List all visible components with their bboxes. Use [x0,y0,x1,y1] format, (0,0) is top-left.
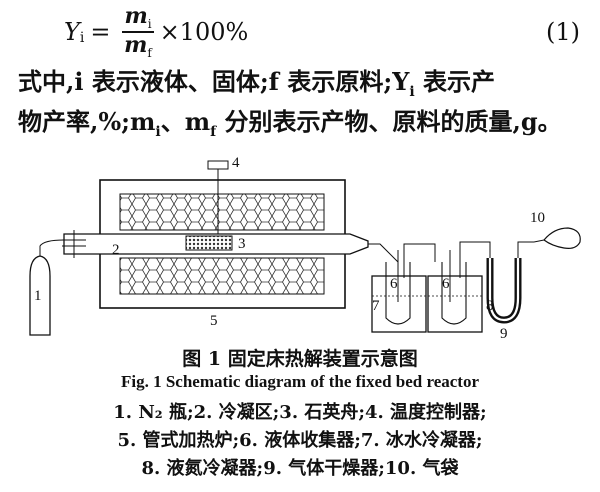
gas-dryer-u-tube [486,258,522,324]
gas-bag [543,227,581,249]
eq-lhs-sub: i [79,30,85,46]
label-1: 1 [34,288,42,304]
yield-equation: Y i = mi mf ×100% [64,3,249,60]
paragraph-line-2: 物产率,%;mi、mf 分别表示产物、原料的质量,g。 [18,107,562,140]
temperature-controller [207,160,229,170]
label-3: 3 [238,236,246,252]
eq-times: ×100% [159,18,249,46]
liquid-collector-1 [385,262,411,325]
reactor-schematic-figure: 1 2 3 4 5 6 6 7 8 9 10 [29,155,581,340]
furnace-lower-heater [119,257,325,295]
n2-cylinder [29,255,51,336]
legend-line-1: 1. N₂ 瓶;2. 冷凝区;3. 石英舟;4. 温度控制器; [113,402,487,423]
label-9: 9 [500,326,508,340]
legend-line-3: 8. 液氮冷凝器;9. 气体干燥器;10. 气袋 [141,458,459,479]
label-7: 7 [372,298,380,314]
label-5: 5 [210,313,218,329]
equation-row: Y i = mi mf ×100% (1) [0,0,600,60]
label-8: 8 [486,298,494,314]
liquid-collector-2 [441,262,467,325]
liquid-nitrogen-condenser [427,275,483,333]
label-6a: 6 [390,276,398,292]
eq-fraction: mi mf [122,3,154,60]
quartz-boat [185,235,233,251]
eq-numerator: mi [122,3,154,33]
label-10: 10 [530,210,545,226]
label-6b: 6 [442,276,450,292]
equation-number: (1) [546,18,580,46]
figure-caption-cn: 图 1 固定床热解装置示意图 [182,348,418,370]
eq-lhs: Y [64,18,80,46]
label-4: 4 [232,155,240,171]
eq-denominator: mf [124,32,152,60]
label-2: 2 [112,242,120,258]
furnace-upper-heater [119,193,325,231]
legend-line-2: 5. 管式加热炉;6. 液体收集器;7. 冰水冷凝器; [117,430,483,451]
ice-water-condenser [371,275,427,333]
figure-caption-en: Fig. 1 Schematic diagram of the fixed be… [120,372,480,391]
eq-equals: = [90,18,111,46]
paragraph-line-1: 式中,i 表示液体、固体;f 表示原料;Yi 表示产 [18,67,496,100]
